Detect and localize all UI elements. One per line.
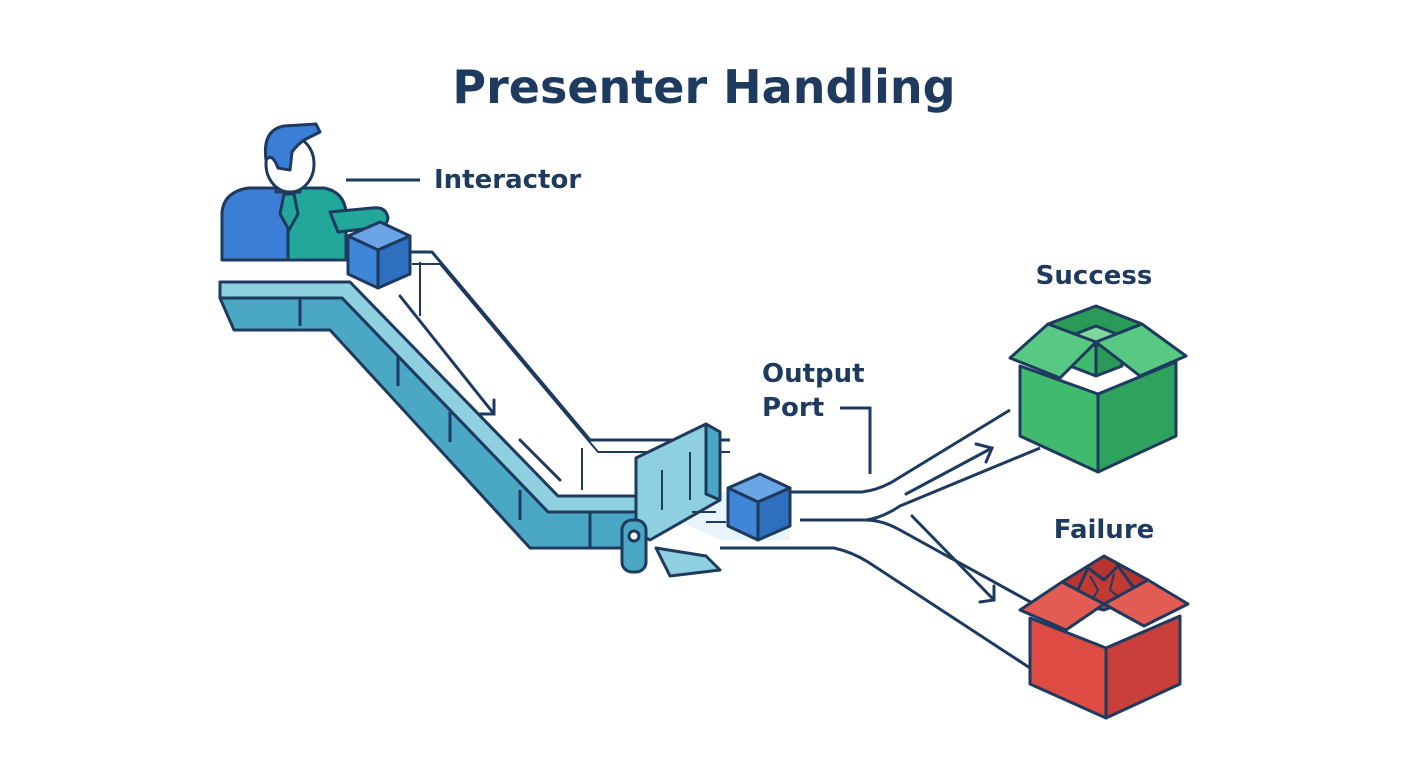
package-icon	[346, 220, 412, 290]
output-split-paths	[720, 408, 1041, 670]
diagram-title: Presenter Handling	[452, 60, 955, 114]
conveyor-flow-arrow	[398, 294, 562, 482]
person-icon	[220, 122, 390, 262]
output-port-label-line2: Port	[762, 393, 824, 423]
failure-flow-arrow	[910, 514, 996, 604]
success-flow-arrow	[904, 442, 995, 496]
interactor-label: Interactor	[434, 165, 581, 195]
output-port-label-line1: Output	[762, 359, 865, 389]
success-label: Success	[1036, 261, 1153, 291]
package-icon	[726, 472, 792, 542]
failure-label: Failure	[1054, 515, 1155, 545]
output-port-leader-line	[840, 406, 872, 474]
open-box-icon	[1008, 304, 1188, 474]
broken-box-icon	[1018, 554, 1190, 720]
